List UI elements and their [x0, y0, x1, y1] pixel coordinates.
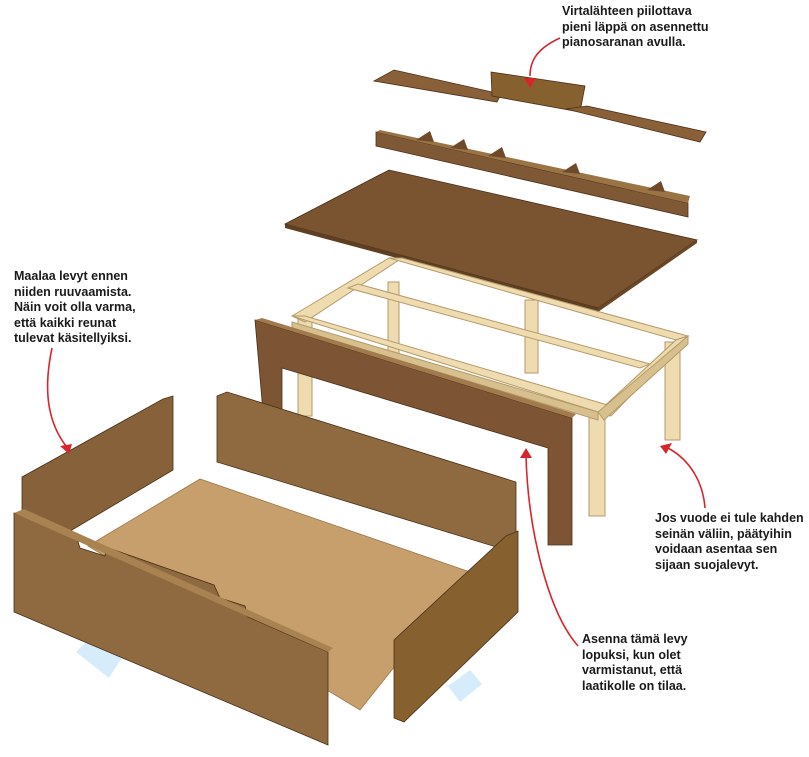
lid-support-rail [375, 130, 690, 218]
annotation-line: pianosaranan avulla. [562, 35, 686, 49]
arrow-to-frame-leg [667, 447, 706, 509]
lid-hinged-flap [490, 71, 586, 113]
annotation-line: sijaan suojalevyt. [655, 557, 759, 572]
flap-annotation: Virtalähteen piilottava pieni läppä on a… [562, 4, 709, 51]
annotation-line: Näin voit olla varma, [14, 300, 136, 314]
arrow-to-flap [529, 37, 561, 77]
last-panel-annotation: Asenna tämä levy lopuksi, kun olet varmi… [582, 632, 688, 694]
drawer-back-panel [216, 391, 517, 554]
drawer [13, 391, 519, 746]
annotation-line: pieni läppä on asennettu [562, 19, 709, 34]
annotation-line: laatikolle on tilaa. [582, 678, 687, 693]
arrowheads [60, 78, 672, 458]
annotation-line: voidaan asentaa sen [655, 542, 778, 556]
arrow-to-drawer-end [46, 347, 67, 447]
annotation-line: että kaikki reunat [14, 315, 117, 330]
annotation-line: lopuksi, kun olet [582, 647, 681, 662]
annotation-line: Asenna tämä levy [582, 632, 688, 646]
paint-annotation: Maalaa levyt ennen niiden ruuvaamista. N… [14, 269, 136, 347]
annotation-line: Maalaa levyt ennen [14, 269, 128, 283]
annotation-line: varmistanut, että [582, 663, 683, 677]
annotation-line: Virtalähteen piilottava [562, 4, 692, 18]
bed-frame [290, 257, 690, 517]
callout-arrows [46, 37, 706, 647]
annotation-line: tulevat käsitellyiksi. [14, 331, 132, 345]
annotation-line: Jos vuode ei tule kahden [655, 511, 804, 525]
drawer-shadow-right [448, 670, 482, 702]
annotation-line: seinän väliin, päätyihin [655, 526, 792, 541]
lid-right-board [565, 105, 707, 143]
lid-left-board [372, 69, 502, 103]
annotation-line: niiden ruuvaamista. [14, 284, 132, 299]
drawer-right-end [393, 530, 519, 723]
end-panels-annotation: Jos vuode ei tule kahden seinän väliin, … [655, 511, 804, 573]
arrow-to-side-panel [525, 455, 579, 647]
lid-boards [372, 69, 707, 143]
